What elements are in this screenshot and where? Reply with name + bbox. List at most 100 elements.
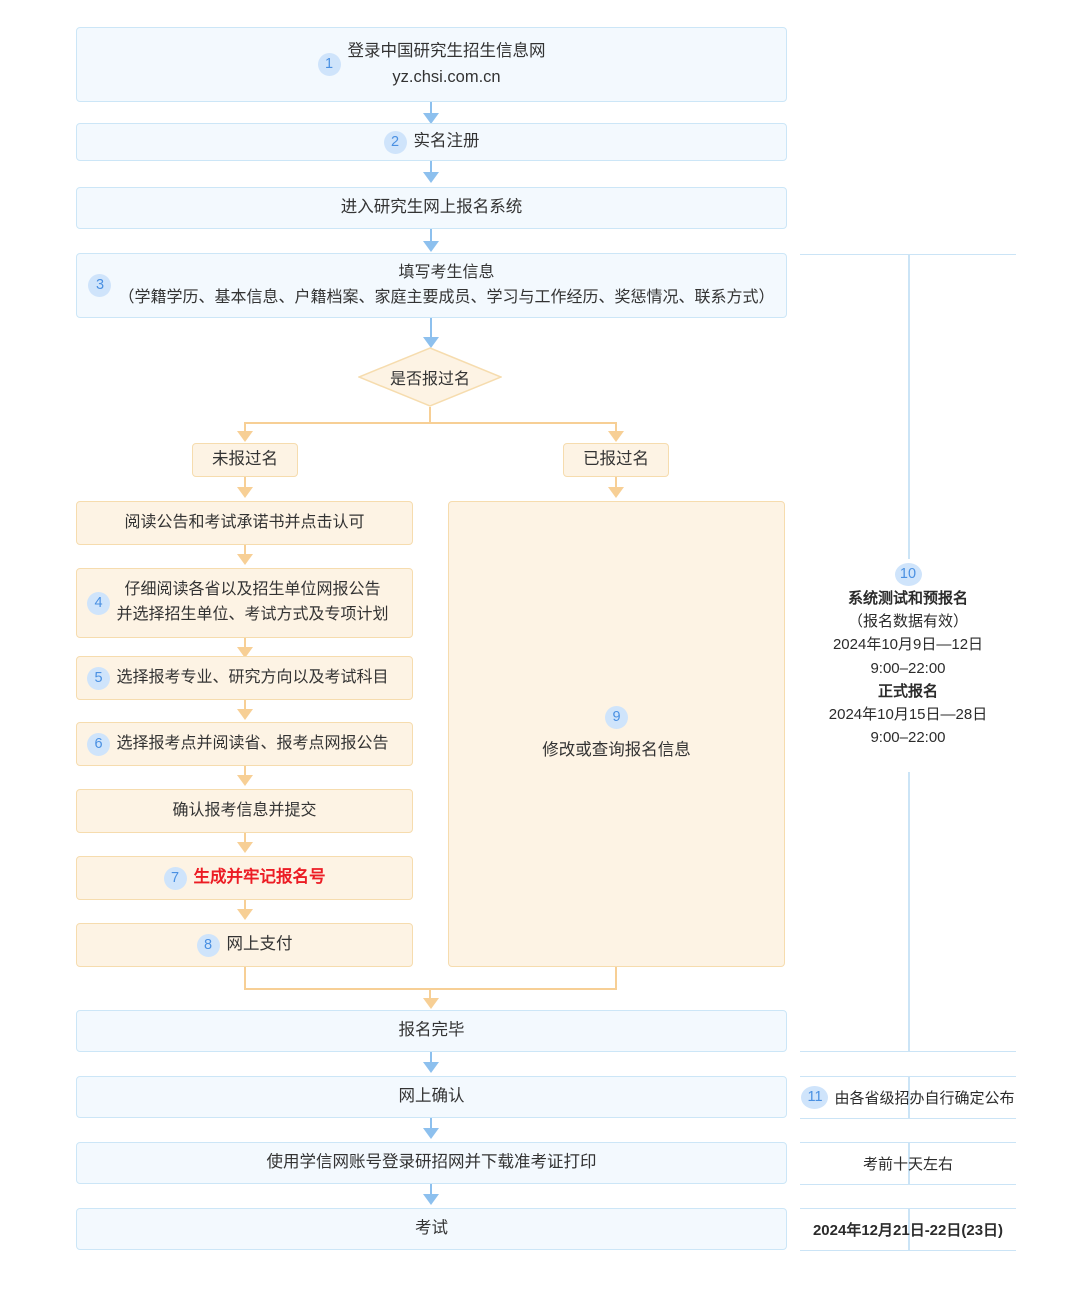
connector-3-to-4 <box>430 229 432 250</box>
sidebar-note-1-text: 由各省级招办自行确定公布 <box>834 1089 1015 1107</box>
arrow-step3-to-decision <box>423 337 439 348</box>
step-badge-2: 2 <box>383 130 407 154</box>
connector-split-left <box>244 422 246 436</box>
arrow-tail-3 <box>423 1194 439 1205</box>
flow-node-step-2: 2 实名注册 <box>76 123 787 161</box>
flow-node-step-8-label: 网上支付 <box>226 935 293 954</box>
connector-tail-1 <box>430 1052 432 1066</box>
branch-label-registered: 已报过名 <box>563 443 669 477</box>
sidebar-note-2-text: 考前十天左右 <box>862 1155 953 1173</box>
sidebar-schedule-line-4: 9:00–22:00 <box>870 659 946 677</box>
flow-node-step-9: 9 修改或查询报名信息 <box>448 501 785 967</box>
step-badge-10: 10 <box>894 562 922 586</box>
flow-node-step-7-label: 生成并牢记报名号 <box>193 868 326 887</box>
flow-node-step-3-line-2: （学籍学历、基本信息、户籍档案、家庭主要成员、学习与工作经历、奖惩情况、联系方式… <box>118 288 775 306</box>
flow-node-download-admission-ticket: 使用学信网账号登录研招网并下载准考证打印 <box>76 1142 787 1184</box>
connector-1-to-2 <box>430 102 432 122</box>
connector-tail-2 <box>430 1118 432 1132</box>
arrow-2-to-3 <box>423 172 439 183</box>
flow-node-step-2-label: 实名注册 <box>413 132 480 151</box>
arrow-tail-2 <box>423 1128 439 1139</box>
flow-node-step-1-line-1: 登录中国研究生招生信息网 <box>347 41 546 60</box>
flow-node-registration-complete-label: 报名完毕 <box>398 1021 465 1040</box>
flow-node-read-notice: 阅读公告和考试承诺书并点击认可 <box>76 501 413 545</box>
sidebar-note-3: 2024年12月21日-22日(23日) <box>800 1214 1016 1244</box>
step-badge-4: 4 <box>87 592 110 615</box>
arrow-left-5 <box>237 842 253 853</box>
sidebar-schedule-line-3: 2024年10月9日—12日 <box>832 636 984 654</box>
connector-left-5 <box>244 833 246 846</box>
sidebar-schedule-line-5: 正式报名 <box>877 682 938 700</box>
branch-label-registered-text: 已报过名 <box>583 450 649 469</box>
arrow-left-6 <box>237 909 253 920</box>
sidebar-note-1: 11 由各省级招办自行确定公布 <box>800 1082 1016 1112</box>
arrow-tail-1 <box>423 1062 439 1073</box>
connector-right-label-down <box>615 477 617 491</box>
flow-node-online-confirmation: 网上确认 <box>76 1076 787 1118</box>
connector-step3-to-decision <box>430 318 432 343</box>
arrow-right-label-down <box>608 487 624 498</box>
decision-label: 是否报过名 <box>389 371 470 388</box>
arrow-left-label-down <box>237 487 253 498</box>
flow-node-confirm-submit-label: 确认报考信息并提交 <box>172 801 317 819</box>
connector-split-right <box>615 422 617 436</box>
decision-diamond: 是否报过名 <box>358 347 502 407</box>
connector-merge-left-stem <box>244 967 246 989</box>
flow-node-step-1: 1 登录中国研究生招生信息网 yz.chsi.com.cn <box>76 27 787 102</box>
arrow-left-2 <box>237 647 253 658</box>
connector-decision-down <box>429 407 431 423</box>
sidebar-schedule-line-1: 系统测试和预报名 <box>847 589 968 607</box>
flow-node-exam: 考试 <box>76 1208 787 1250</box>
sidebar-divider-bottom <box>800 1250 1016 1251</box>
step-badge-5: 5 <box>87 667 110 690</box>
flow-node-enter-system: 进入研究生网上报名系统 <box>76 187 787 229</box>
flow-node-confirm-submit: 确认报考信息并提交 <box>76 789 413 833</box>
connector-left-1 <box>244 545 246 558</box>
sidebar-note-2: 考前十天左右 <box>800 1148 1016 1178</box>
step-badge-9: 9 <box>605 705 628 729</box>
sidebar-vertical-tick-2 <box>908 1142 910 1184</box>
sidebar-schedule-block: 10 系统测试和预报名 （报名数据有效） 2024年10月9日—12日 9:00… <box>800 562 1016 750</box>
flow-node-step-6-label: 选择报考点并阅读省、报考点网报公告 <box>116 734 389 752</box>
step-badge-11: 11 <box>801 1085 829 1109</box>
connector-tail-3 <box>430 1184 432 1198</box>
step-badge-1: 1 <box>317 53 341 76</box>
connector-merge-right-stem <box>615 967 617 989</box>
connector-2-to-3 <box>430 161 432 181</box>
arrow-merge-to-complete <box>423 998 439 1009</box>
arrow-left-4 <box>237 775 253 786</box>
connector-left-6 <box>244 900 246 913</box>
arrow-left-3 <box>237 709 253 720</box>
arrow-3-to-4 <box>423 241 439 252</box>
sidebar-divider-5 <box>800 1184 1016 1185</box>
branch-label-not-registered: 未报过名 <box>192 443 298 477</box>
connector-left-label-down <box>244 477 246 491</box>
step-badge-6: 6 <box>87 733 110 756</box>
arrow-to-left-branch <box>237 431 253 442</box>
connector-left-2 <box>244 638 246 651</box>
flow-node-step-5-label: 选择报考专业、研究方向以及考试科目 <box>116 668 389 686</box>
flow-node-step-4-line-1: 仔细阅读各省以及招生单位网报公告 <box>124 581 381 599</box>
sidebar-divider-3 <box>800 1118 1016 1119</box>
sidebar-note-3-text: 2024年12月21日-22日(23日) <box>812 1221 1004 1239</box>
sidebar-schedule-line-2: （报名数据有效） <box>847 613 968 631</box>
arrow-to-right-branch <box>608 431 624 442</box>
arrow-left-1 <box>237 554 253 565</box>
sidebar-schedule-line-6: 2024年10月15日—28日 <box>828 706 988 724</box>
sidebar-vertical-line-lower <box>908 772 910 1051</box>
connector-merge-center <box>429 988 431 1000</box>
sidebar-schedule-line-7: 9:00–22:00 <box>870 729 946 747</box>
flow-node-step-5: 5 选择报考专业、研究方向以及考试科目 <box>76 656 413 700</box>
connector-left-4 <box>244 766 246 779</box>
flow-node-step-1-line-2: yz.chsi.com.cn <box>392 67 501 86</box>
flow-node-step-7: 7 生成并牢记报名号 <box>76 856 413 900</box>
flow-node-step-4-line-2: 并选择招生单位、考试方式及专项计划 <box>116 606 389 623</box>
flow-node-step-6: 6 选择报考点并阅读省、报考点网报公告 <box>76 722 413 766</box>
step-badge-8: 8 <box>196 933 220 957</box>
flow-node-step-3-line-1: 填写考生信息 <box>398 263 495 281</box>
flow-node-registration-complete: 报名完毕 <box>76 1010 787 1052</box>
sidebar-vertical-tick-3 <box>908 1208 910 1250</box>
flow-node-step-3: 3 填写考生信息 （学籍学历、基本信息、户籍档案、家庭主要成员、学习与工作经历、… <box>76 253 787 318</box>
flow-node-step-8: 8 网上支付 <box>76 923 413 967</box>
flow-node-exam-label: 考试 <box>415 1219 448 1238</box>
